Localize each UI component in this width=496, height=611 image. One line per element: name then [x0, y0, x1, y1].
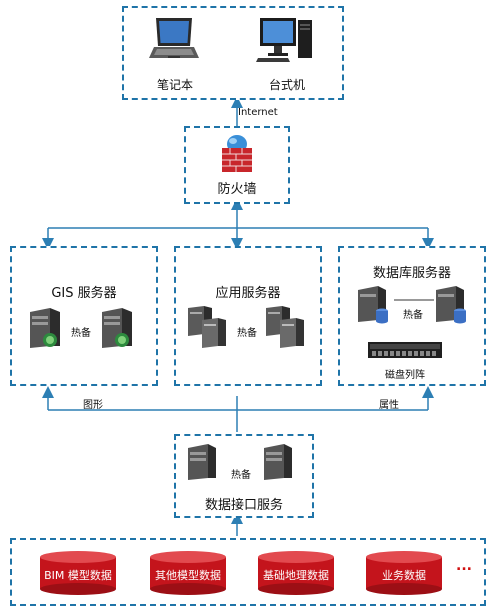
server-icon: [188, 306, 226, 348]
interface-standby-label: 热备: [231, 470, 251, 481]
database-cylinder-icon: 业务数据: [366, 551, 442, 595]
app-standby-label: 热备: [237, 328, 257, 339]
gis-standby-label: 热备: [71, 328, 91, 339]
database-cylinder-icon: 基础地理数据: [258, 551, 334, 595]
data-source-other-models: 其他模型数据: [155, 569, 221, 582]
data-source-business: 业务数据: [382, 569, 426, 582]
db-server-title: 数据库服务器: [372, 266, 451, 281]
server-icon: [30, 308, 60, 348]
data-source-basic-geo: 基础地理数据: [263, 569, 329, 582]
server-icon: [102, 308, 132, 348]
database-cylinder-icon: 其他模型数据: [150, 551, 226, 595]
server-icon: [188, 444, 216, 480]
gis-server-title: GIS 服务器: [51, 286, 117, 301]
firewall-icon: [222, 135, 252, 172]
attributes-flow-label: 属性: [379, 400, 399, 411]
database-cylinder-icon: BIM 模型数据: [40, 551, 116, 595]
laptop-label: 笔记本: [156, 78, 193, 92]
data-source-bim: BIM 模型数据: [44, 569, 112, 582]
desktop-label: 台式机: [268, 78, 305, 92]
server-icon: [264, 444, 292, 480]
data-interface-title: 数据接口服务: [204, 498, 283, 513]
disk-array-icon: [368, 342, 442, 358]
server-icon: [436, 286, 466, 324]
graphics-flow-label: 图形: [83, 400, 103, 411]
more-ellipsis: ...: [456, 558, 472, 574]
disk-array-label: 磁盘列阵: [385, 370, 425, 381]
server-icon: [266, 306, 304, 348]
db-standby-label: 热备: [403, 310, 423, 321]
internet-label: Internet: [238, 107, 278, 118]
desktop-icon: [256, 18, 312, 62]
app-server-title: 应用服务器: [215, 286, 281, 301]
server-icon: [358, 286, 388, 324]
firewall-label: 防火墙: [217, 182, 257, 197]
standby-link: [394, 299, 434, 301]
laptop-icon: [149, 18, 199, 58]
